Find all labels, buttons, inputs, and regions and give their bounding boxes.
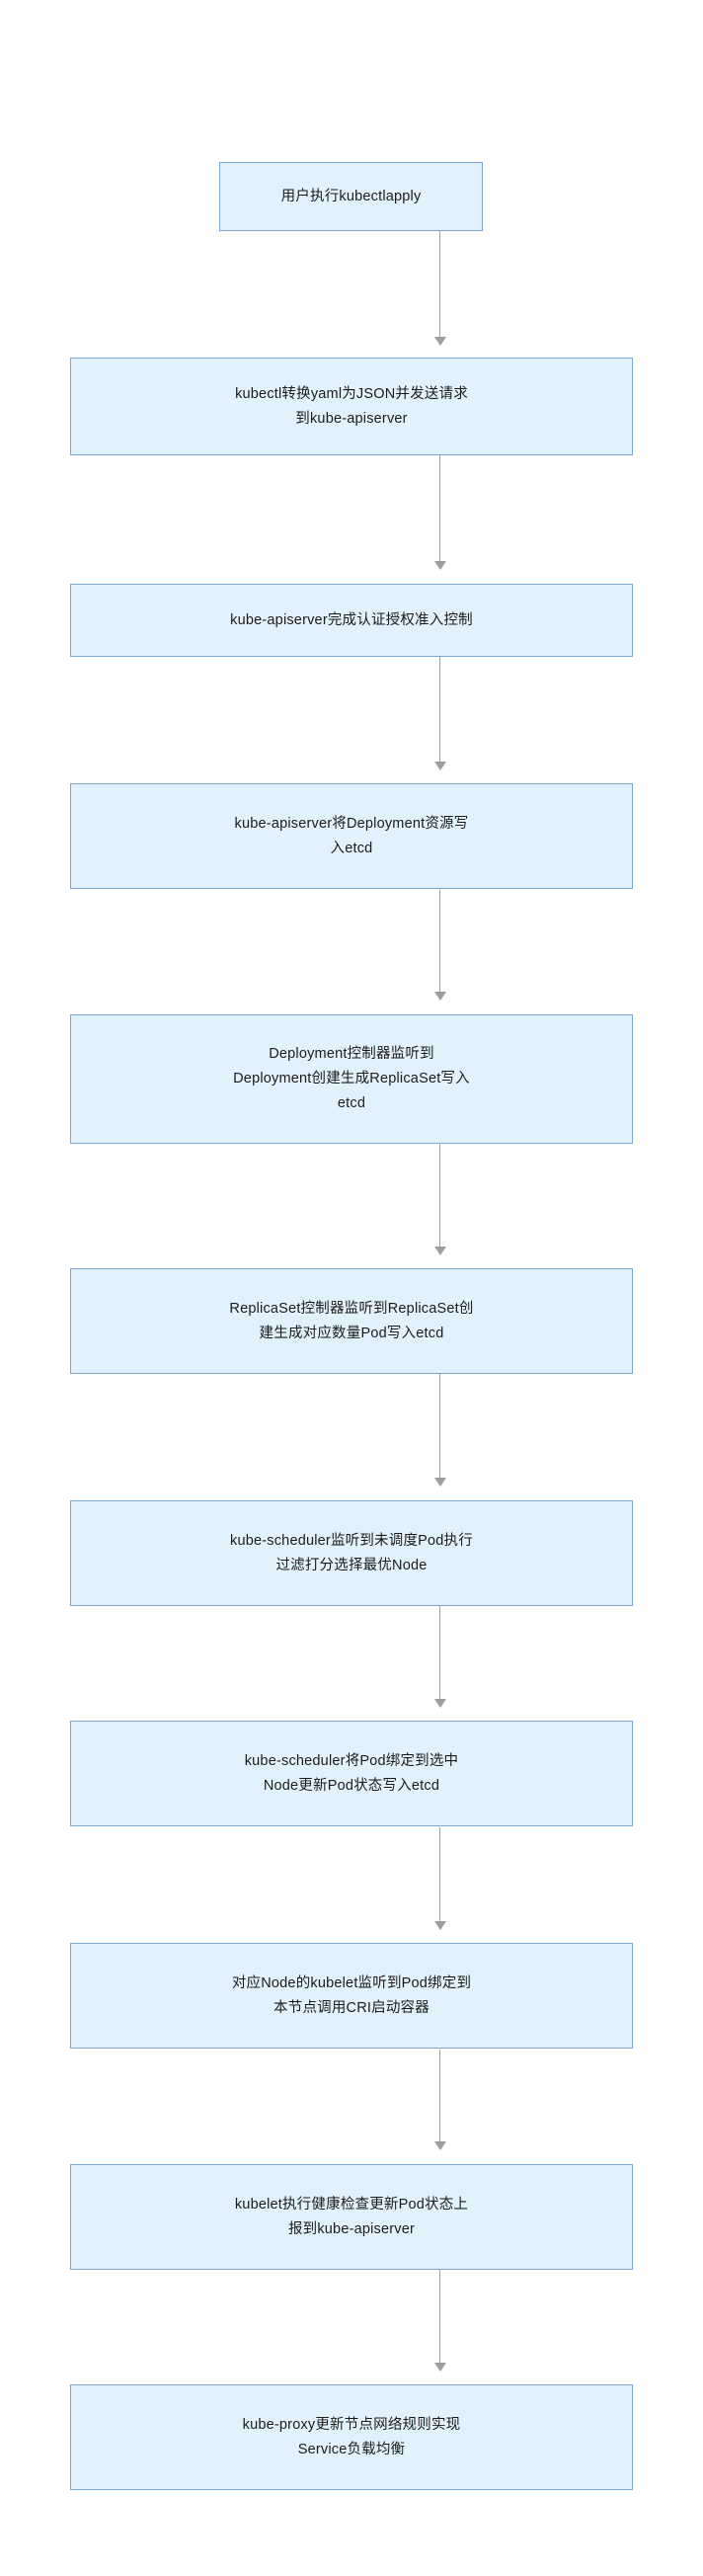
flow-connector <box>439 455 440 563</box>
flow-node-label: 用户执行kubectlapply <box>280 188 422 204</box>
arrowhead-icon <box>434 1478 446 1487</box>
flow-node[interactable]: 对应Node的kubelet监听到Pod绑定到 本节点调用CRI启动容器 <box>70 1943 633 2049</box>
flow-node-label: kube-apiserver完成认证授权准入控制 <box>230 611 473 628</box>
arrowhead-icon <box>434 992 446 1001</box>
flow-node-label: ReplicaSet控制器监听到ReplicaSet创 建生成对应数量Pod写入… <box>229 1300 474 1341</box>
flow-node-label: 对应Node的kubelet监听到Pod绑定到 本节点调用CRI启动容器 <box>231 1974 472 2016</box>
arrowhead-icon <box>434 2141 446 2150</box>
flow-connector <box>439 2050 440 2143</box>
arrowhead-icon <box>434 1247 446 1255</box>
arrowhead-icon <box>434 337 446 346</box>
arrowhead-icon <box>434 561 446 570</box>
flow-node[interactable]: 用户执行kubectlapply <box>219 162 483 231</box>
flow-node-label: kubectl转换yaml为JSON并发送请求 到kube-apiserver <box>235 385 468 427</box>
flow-connector <box>439 1827 440 1922</box>
arrowhead-icon <box>434 1921 446 1930</box>
flow-node-label: kube-apiserver将Deployment资源写 入etcd <box>234 815 469 856</box>
flow-node[interactable]: kube-apiserver完成认证授权准入控制 <box>70 584 633 657</box>
flow-connector <box>439 656 440 762</box>
arrowhead-icon <box>434 1699 446 1708</box>
flow-connector <box>439 1606 440 1700</box>
flow-connector <box>439 890 440 994</box>
flow-node[interactable]: kube-proxy更新节点网络规则实现 Service负载均衡 <box>70 2384 633 2490</box>
flow-node-label: kubelet执行健康检查更新Pod状态上 报到kube-apiserver <box>234 2196 469 2237</box>
flow-node-label: kube-proxy更新节点网络规则实现 Service负载均衡 <box>242 2416 461 2457</box>
flow-connector <box>439 1144 440 1248</box>
flow-node[interactable]: kube-apiserver将Deployment资源写 入etcd <box>70 783 633 889</box>
flow-node-label: Deployment控制器监听到 Deployment创建生成ReplicaSe… <box>233 1046 470 1111</box>
flow-connector <box>439 2270 440 2364</box>
flow-node[interactable]: kube-scheduler将Pod绑定到选中 Node更新Pod状态写入etc… <box>70 1721 633 1826</box>
flow-node[interactable]: kubectl转换yaml为JSON并发送请求 到kube-apiserver <box>70 358 633 455</box>
flow-node[interactable]: kube-scheduler监听到未调度Pod执行 过滤打分选择最优Node <box>70 1500 633 1606</box>
flow-connector <box>439 231 440 339</box>
flow-node[interactable]: kubelet执行健康检查更新Pod状态上 报到kube-apiserver <box>70 2164 633 2270</box>
flow-node-label: kube-scheduler将Pod绑定到选中 Node更新Pod状态写入etc… <box>244 1752 459 1794</box>
flow-node[interactable]: Deployment控制器监听到 Deployment创建生成ReplicaSe… <box>70 1014 633 1144</box>
arrowhead-icon <box>434 2363 446 2372</box>
flow-node[interactable]: ReplicaSet控制器监听到ReplicaSet创 建生成对应数量Pod写入… <box>70 1268 633 1374</box>
arrowhead-icon <box>434 762 446 770</box>
flow-connector <box>439 1374 440 1479</box>
flow-node-label: kube-scheduler监听到未调度Pod执行 过滤打分选择最优Node <box>230 1532 473 1573</box>
